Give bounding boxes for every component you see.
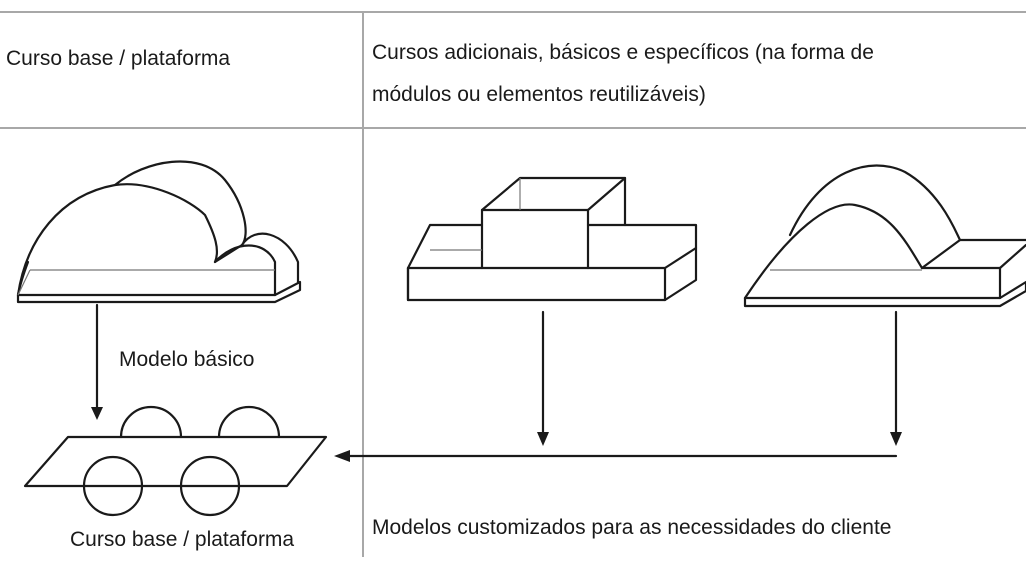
header-additional-line2: módulos ou elementos reutilizáveis) [372,83,706,106]
stepped-block-shape [406,176,698,302]
platform-shape [23,405,328,517]
header-base-column: Curso base / plataforma [6,47,231,70]
arrow-to-platform [334,450,898,462]
custom-models-label: Modelos customizados para as necessidade… [372,516,892,539]
platform-label: Curso base / plataforma [70,528,295,551]
base-block-shape [16,160,302,304]
header-additional-line1: Cursos adicionais, básicos e específicos… [372,41,874,64]
arrow-stepped-down [537,310,549,446]
arch-block-shape [743,164,1026,308]
basic-model-label: Modelo básico [119,348,255,371]
arrow-base-to-platform [91,303,103,420]
arrow-arch-down [890,310,902,446]
